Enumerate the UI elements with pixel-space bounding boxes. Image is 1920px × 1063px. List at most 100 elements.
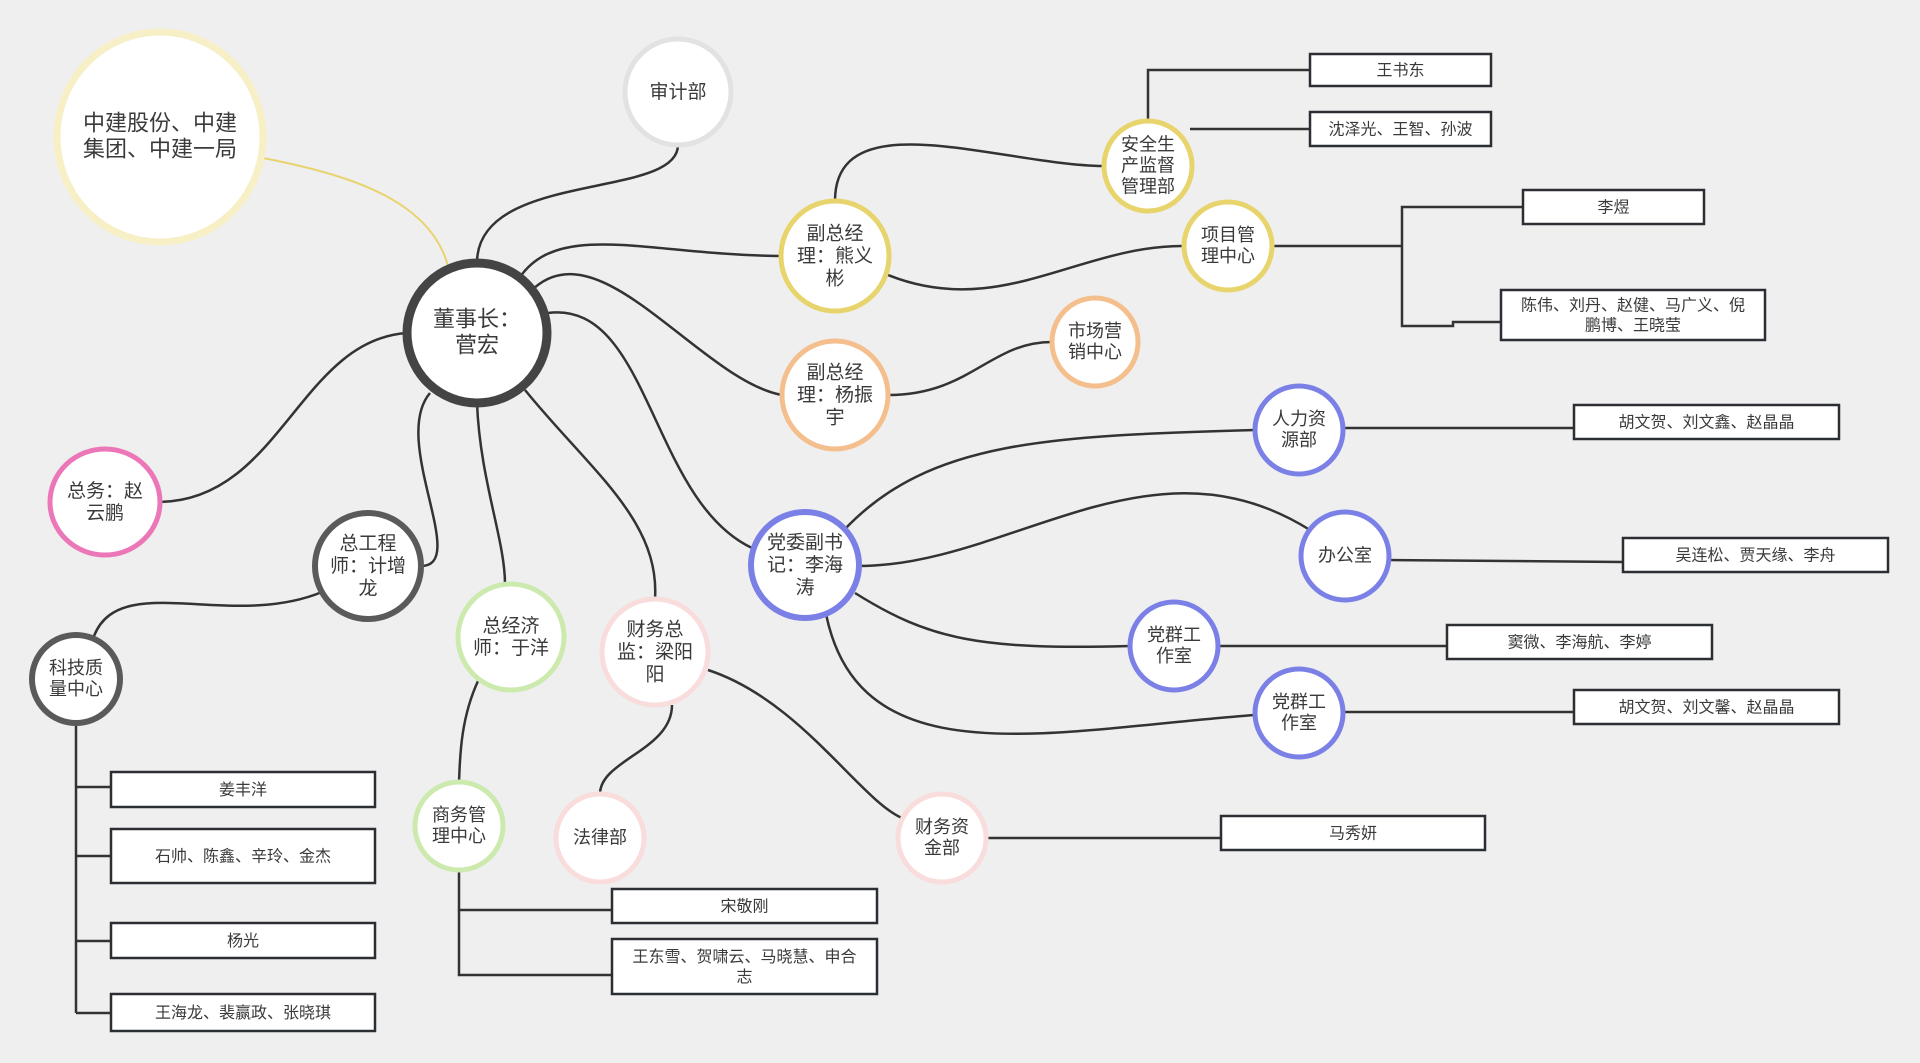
edge-vp_yang-to-marketing xyxy=(887,340,1053,397)
leaf-box-biz_2[interactable]: 王东雪、贺啸云、马晓慧、申合志 xyxy=(610,937,879,996)
node-circle xyxy=(1101,118,1195,214)
leaf-connector-business-1 xyxy=(457,910,612,977)
node-legal[interactable]: 法律部 xyxy=(553,791,647,885)
edge-cfo-to-legal xyxy=(598,704,674,795)
node-circle xyxy=(1298,509,1392,603)
edge-chairman-to-vp_yang xyxy=(531,273,783,397)
leaf-connector-project-2 xyxy=(1400,246,1501,328)
leaf-box-fund_1[interactable]: 马秀妍 xyxy=(1219,814,1487,852)
leaf-label: 陈伟、刘丹、赵健、马广义、倪 xyxy=(1521,296,1745,315)
edge-party-to-party_work1 xyxy=(854,591,1131,649)
leaf-label: 李煜 xyxy=(1597,198,1629,217)
leaf-rect xyxy=(1308,52,1493,88)
node-label: 财务总 xyxy=(626,619,683,641)
leaf-box-safety_1[interactable]: 王书东 xyxy=(1308,52,1493,88)
node-label: 董事长： xyxy=(433,308,521,333)
node-label: 金部 xyxy=(924,838,960,859)
leaf-rect xyxy=(1572,403,1841,441)
leaf-box-tq_1[interactable]: 姜丰洋 xyxy=(109,770,377,809)
leaf-box-pw1_1[interactable]: 窦微、李海航、李婷 xyxy=(1445,623,1714,661)
node-circle xyxy=(622,36,734,148)
node-label: 总经济 xyxy=(482,615,539,637)
leaf-rect xyxy=(1572,688,1841,726)
edge-vp_xiong-to-project xyxy=(887,244,1185,291)
node-circle xyxy=(412,779,506,873)
node-label: 理中心 xyxy=(1201,246,1255,267)
node-label: 产监督 xyxy=(1121,156,1175,177)
node-label: 总务：赵 xyxy=(67,480,143,502)
leaf-label: 窦微、李海航、李婷 xyxy=(1507,633,1651,652)
leaf-box-hr_1[interactable]: 胡文贺、刘文鑫、赵晶晶 xyxy=(1572,403,1841,441)
leaf-rect xyxy=(109,770,377,809)
node-chairman[interactable]: 董事长：菅宏 xyxy=(402,258,552,408)
node-office[interactable]: 办公室 xyxy=(1298,509,1392,603)
node-circle xyxy=(553,791,647,885)
node-label: 云鹏 xyxy=(86,502,124,524)
node-label: 集团、中建一局 xyxy=(83,137,237,162)
leaf-connector-project-1 xyxy=(1400,205,1523,246)
node-label: 阳 xyxy=(645,663,664,685)
leaf-box-biz_1[interactable]: 宋敬刚 xyxy=(610,887,879,925)
leaf-label: 姜丰洋 xyxy=(219,780,267,799)
leaves-layer: 王书东沈泽光、王智、孙波李煜陈伟、刘丹、赵健、马广义、倪鹏博、王晓莹胡文贺、刘文… xyxy=(109,52,1890,1033)
edge-chief_engineer-to-tech_quality xyxy=(92,590,323,637)
leaf-label: 志 xyxy=(736,967,752,986)
node-circle xyxy=(1127,599,1221,693)
node-circle xyxy=(312,510,424,622)
edge-party-to-office xyxy=(858,492,1311,568)
node-audit[interactable]: 审计部 xyxy=(622,36,734,148)
leaf-rect xyxy=(1621,536,1890,574)
node-circle xyxy=(895,791,989,885)
leaf-box-project_1[interactable]: 李煜 xyxy=(1521,188,1706,226)
edge-chief_economist-to-business xyxy=(457,680,480,783)
leaf-label: 杨光 xyxy=(227,931,259,950)
edge-chairman-to-audit xyxy=(475,144,680,264)
leaf-label: 宋敬刚 xyxy=(720,897,768,916)
edge-vp_xiong-to-safety xyxy=(833,143,1105,202)
node-general_affairs[interactable]: 总务：赵云鹏 xyxy=(47,446,163,558)
node-label: 副总经 xyxy=(806,362,863,384)
edges-layer xyxy=(92,143,1311,820)
leaf-box-tq_3[interactable]: 杨光 xyxy=(109,921,377,960)
node-circle xyxy=(47,446,163,558)
node-circle xyxy=(779,338,891,452)
node-circle xyxy=(1181,199,1275,293)
node-label: 党群工 xyxy=(1272,692,1326,713)
node-label: 记：李海 xyxy=(767,554,843,576)
node-label: 龙 xyxy=(358,577,377,599)
leaf-box-pw2_1[interactable]: 胡文贺、刘文馨、赵晶晶 xyxy=(1572,688,1841,726)
leaf-box-project_2[interactable]: 陈伟、刘丹、赵健、马广义、倪鹏博、王晓莹 xyxy=(1499,288,1767,342)
node-label: 审计部 xyxy=(649,81,706,103)
edge-chairman-to-general_affairs xyxy=(159,331,408,504)
leaf-box-tq_4[interactable]: 王海龙、裴赢政、张晓琪 xyxy=(109,992,377,1033)
leaf-box-safety_2[interactable]: 沈泽光、王智、孙波 xyxy=(1308,110,1493,148)
node-circle xyxy=(29,632,123,726)
edge-cfo-to-finance_fund xyxy=(707,668,903,820)
leaf-connectors-layer xyxy=(74,68,1624,1015)
node-circle xyxy=(778,198,892,314)
node-label: 理：熊义 xyxy=(797,245,873,267)
node-label: 作室 xyxy=(1156,646,1192,667)
leaf-box-tq_2[interactable]: 石帅、陈鑫、辛玲、金杰 xyxy=(109,827,377,885)
node-label: 项目管 xyxy=(1201,225,1255,246)
node-label: 师：计增 xyxy=(330,555,406,577)
node-label: 办公室 xyxy=(1318,546,1372,567)
leaf-box-office_1[interactable]: 吴连松、贾天缘、李舟 xyxy=(1621,536,1890,574)
node-label: 涛 xyxy=(795,576,814,598)
